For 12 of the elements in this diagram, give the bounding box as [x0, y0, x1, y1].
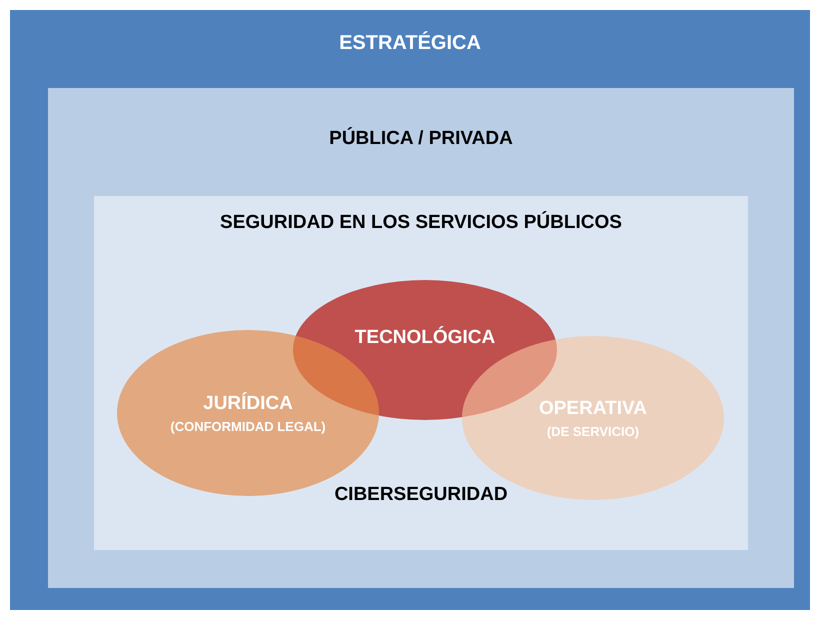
ellipse-label: JURÍDICA	[203, 392, 293, 414]
ellipse-sublabel: (DE SERVICIO)	[546, 424, 640, 438]
panel-heading: SEGURIDAD EN LOS SERVICIOS PÚBLICOS	[220, 212, 622, 233]
outer-panel	[10, 10, 810, 610]
cluster-caption: CIBERSEGURIDAD	[334, 484, 508, 505]
panel-heading: ESTRATÉGICA	[339, 32, 481, 54]
inner-panel	[94, 196, 748, 550]
ellipse-label: TECNOLÓGICA	[354, 327, 496, 349]
ellipse-sublabel: (CONFORMIDAD LEGAL)	[170, 418, 326, 434]
middle-panel	[48, 88, 794, 588]
ellipse-label: OPERATIVA	[538, 398, 648, 420]
panel-heading: PÚBLICA / PRIVADA	[329, 128, 513, 149]
